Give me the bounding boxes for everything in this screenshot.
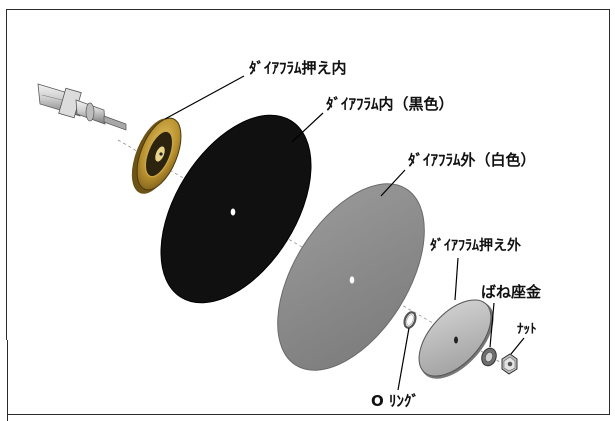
o-ring-part bbox=[403, 311, 417, 329]
diaphragm-plate-outer-part bbox=[418, 299, 494, 379]
frame-notch-edge bbox=[7, 340, 8, 421]
leader-dia-inner bbox=[291, 112, 324, 143]
label-diaphragm-inner: ﾀﾞｲｱﾌﾗﾑ内（黒色） bbox=[326, 95, 454, 113]
label-spring-washer: ばね座金 bbox=[481, 283, 542, 301]
label-o-ring: O ﾘﾝｸﾞ bbox=[371, 392, 419, 410]
stem-shaft bbox=[37, 83, 127, 131]
leader-dia-outer bbox=[380, 169, 406, 197]
nut-part bbox=[501, 353, 518, 375]
label-diaphragm-plate-inner: ﾀﾞｲｱﾌﾗﾑ押え内 bbox=[249, 59, 347, 77]
leader-oring bbox=[397, 327, 410, 391]
diaphragm-inner-black bbox=[160, 114, 312, 304]
leader-plate-outer bbox=[454, 257, 459, 301]
label-diaphragm-outer: ﾀﾞｲｱﾌﾗﾑ外（白色） bbox=[408, 151, 536, 169]
diaphragm-outer-white bbox=[277, 183, 425, 371]
leader-plate-inner bbox=[164, 75, 245, 120]
spring-washer-part bbox=[481, 347, 497, 367]
frame-notch bbox=[0, 340, 8, 421]
diaphragm-plate-inner-part bbox=[131, 117, 182, 194]
leader-nut bbox=[510, 337, 525, 355]
leader-washer bbox=[489, 302, 495, 348]
label-nut: ﾅｯﾄ bbox=[517, 322, 537, 337]
label-diaphragm-plate-outer: ﾀﾞｲｱﾌﾗﾑ押え外 bbox=[430, 238, 521, 254]
